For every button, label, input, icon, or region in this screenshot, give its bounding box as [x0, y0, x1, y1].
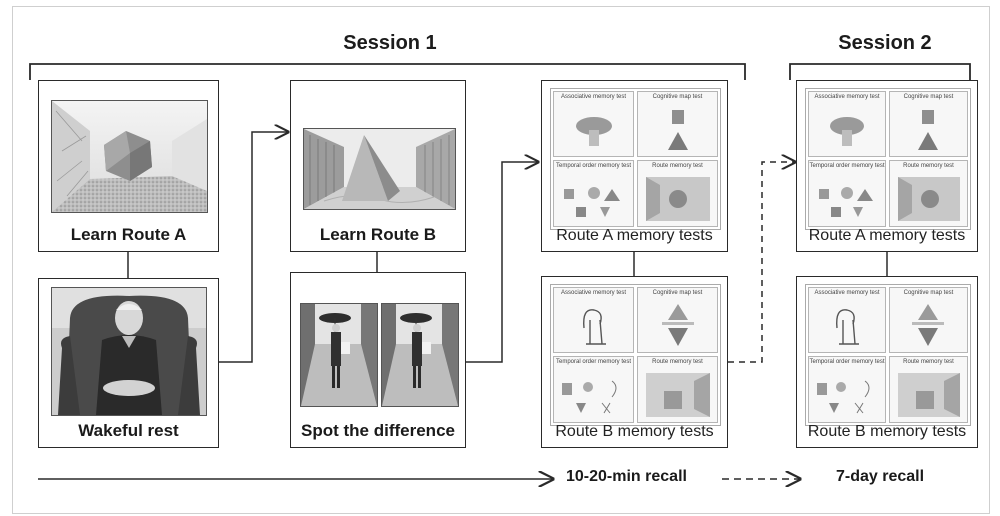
learn-route-b-caption: Learn Route B — [319, 225, 437, 244]
recall-long-label: 7-day recall — [836, 468, 925, 485]
spot-difference-caption: Spot the difference — [301, 421, 455, 440]
route-b-scene-image — [303, 128, 456, 210]
test-title: Associative memory test — [560, 290, 627, 296]
test-title: Associative memory test — [814, 290, 880, 296]
test-title: Temporal order memory test — [809, 163, 885, 169]
recall-short-label: 10-20-min recall — [566, 468, 687, 485]
wakeful-rest-caption: Wakeful rest — [78, 421, 179, 440]
arrow-session1-to-session2 — [728, 162, 795, 363]
test-title: Associative memory test — [814, 94, 880, 100]
spot-difference-image-left — [300, 303, 378, 407]
test-title: Route memory test — [652, 359, 703, 365]
session2-route-a-tests-caption: Route A memory tests — [808, 227, 966, 244]
session2-route-b-tests-card: Associative memory test Cognitive map te… — [796, 276, 978, 448]
learn-route-a-card: Learn Route A — [38, 80, 219, 252]
arrow-spot-to-tests — [466, 162, 538, 363]
spot-difference-card: Spot the difference — [290, 272, 466, 448]
session2-route-a-tests-card: Associative memory test Cognitive map te… — [796, 80, 978, 252]
arrow-rest-to-routeb — [218, 132, 288, 363]
spot-difference-image-right — [381, 303, 459, 407]
test-title: Route memory test — [652, 163, 703, 169]
test-title: Temporal order memory test — [555, 359, 632, 365]
test-title: Temporal order memory test — [809, 359, 885, 365]
route-a-test-panels: Associative memory test Cognitive map te… — [550, 88, 721, 230]
session1-bracket — [29, 63, 746, 80]
learn-route-a-caption: Learn Route A — [70, 225, 187, 244]
session2-route-b-tests-caption: Route B memory tests — [807, 423, 967, 440]
wakeful-rest-card: Wakeful rest — [38, 278, 219, 448]
test-title: Cognitive map test — [652, 94, 703, 100]
test-title: Route memory test — [903, 359, 954, 365]
test-title: Cognitive map test — [652, 290, 703, 296]
session1-route-a-tests-card: Associative memory test Cognitive map te… — [541, 80, 728, 252]
session2-label: Session 2 — [838, 32, 932, 54]
session1-route-a-tests-caption: Route A memory tests — [556, 227, 713, 244]
route-b-test-panels: Associative memory test Cognitive map te… — [550, 284, 721, 426]
session1-route-b-tests-card: Associative memory test Cognitive map te… — [541, 276, 728, 448]
test-title: Associative memory test — [560, 94, 627, 100]
route-a-test-panels-session2: Associative memory test Cognitive map te… — [805, 88, 971, 230]
test-title: Temporal order memory test — [555, 163, 632, 169]
learn-route-b-card: Learn Route B — [290, 80, 466, 252]
route-b-test-panels-session2: Associative memory test Cognitive map te… — [805, 284, 971, 426]
session2-bracket — [789, 63, 971, 80]
test-title: Route memory test — [903, 163, 954, 169]
test-title: Cognitive map test — [903, 290, 954, 296]
route-a-scene-image — [51, 100, 208, 213]
session1-route-b-tests-caption: Route B memory tests — [555, 423, 714, 440]
test-title: Cognitive map test — [903, 94, 954, 100]
session1-label: Session 1 — [343, 32, 437, 54]
resting-person-photo — [51, 287, 207, 416]
